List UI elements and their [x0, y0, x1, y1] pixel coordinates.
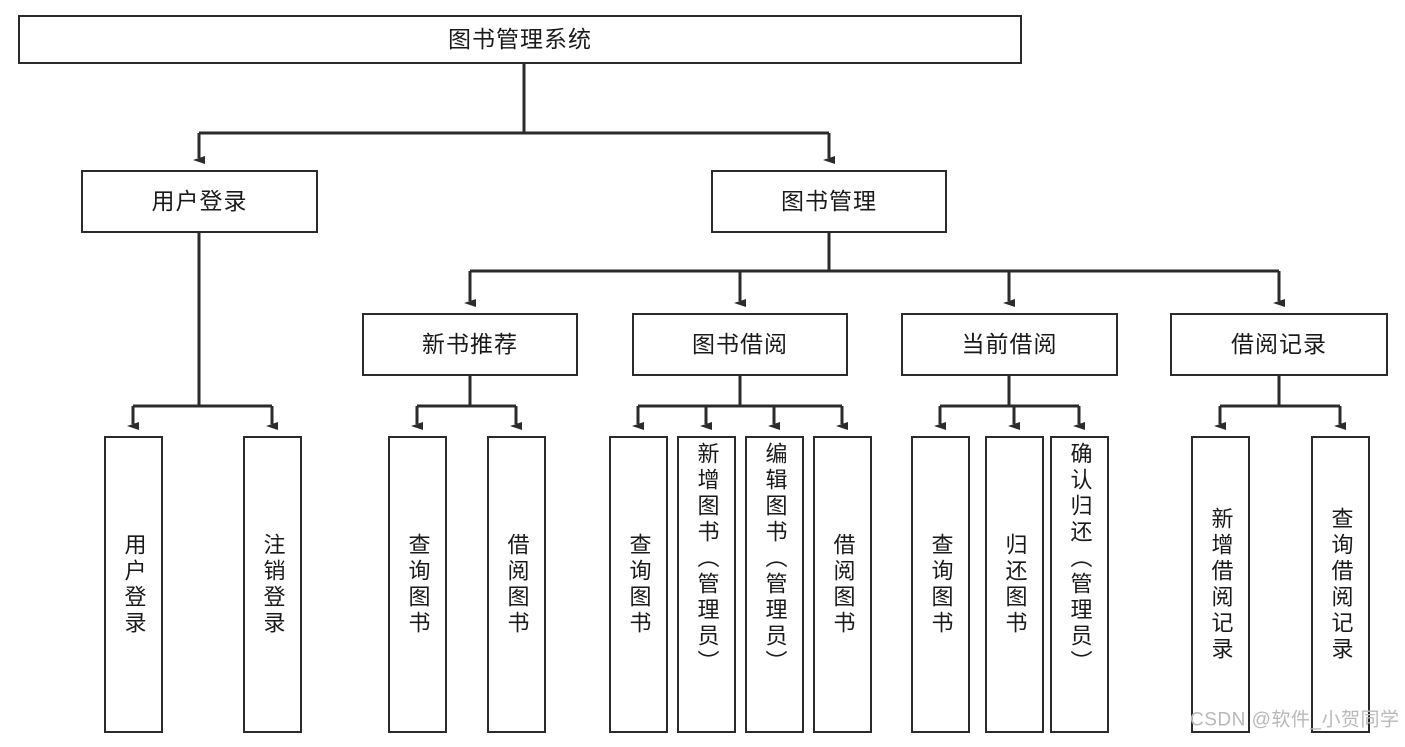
node-root[interactable]: 图书管理系统 — [18, 15, 1022, 64]
node-leaf-user-logout-label: 注销登录 — [260, 532, 286, 637]
node-user-login[interactable]: 用户登录 — [81, 170, 318, 233]
node-root-label: 图书管理系统 — [448, 25, 592, 52]
node-leaf-user-logout-textwrap: 注销登录 — [245, 438, 300, 731]
node-leaf-confirm-return-admin-textwrap: 确认归还（管理员） — [1052, 438, 1107, 735]
node-leaf-query-book-cur[interactable]: 查询图书 — [911, 436, 970, 733]
node-leaf-query-book-borrow-textwrap: 查询图书 — [611, 438, 666, 731]
node-leaf-query-book-borrow[interactable]: 查询图书 — [609, 436, 668, 733]
node-leaf-borrow-book-rec-textwrap: 借阅图书 — [489, 438, 544, 731]
node-book-manage[interactable]: 图书管理 — [711, 170, 947, 233]
node-leaf-borrow-book-rec[interactable]: 借阅图书 — [487, 436, 546, 733]
node-leaf-query-book-cur-textwrap: 查询图书 — [913, 438, 968, 731]
node-new-book-rec[interactable]: 新书推荐 — [362, 313, 578, 376]
node-book-borrow[interactable]: 图书借阅 — [632, 313, 848, 376]
node-borrow-record[interactable]: 借阅记录 — [1170, 313, 1388, 376]
node-leaf-confirm-return-admin[interactable]: 确认归还（管理员） — [1050, 436, 1109, 733]
node-leaf-user-login-textwrap: 用户登录 — [106, 438, 161, 731]
node-current-borrow-label: 当前借阅 — [961, 330, 1058, 357]
node-leaf-query-book-cur-label: 查询图书 — [928, 532, 954, 637]
node-leaf-add-borrow-record[interactable]: 新增借阅记录 — [1191, 436, 1250, 733]
node-leaf-query-book-borrow-label: 查询图书 — [626, 532, 652, 637]
node-leaf-add-book-admin-textwrap: 新增图书（管理员） — [679, 438, 734, 735]
node-leaf-edit-book-admin[interactable]: 编辑图书（管理员） — [745, 436, 804, 733]
node-leaf-borrow-book-rec-label: 借阅图书 — [504, 532, 530, 637]
node-current-borrow[interactable]: 当前借阅 — [901, 313, 1118, 376]
node-book-borrow-label: 图书借阅 — [692, 330, 788, 357]
node-leaf-user-logout[interactable]: 注销登录 — [243, 436, 302, 733]
node-leaf-add-book-admin[interactable]: 新增图书（管理员） — [677, 436, 736, 733]
node-leaf-user-login-label: 用户登录 — [121, 532, 147, 637]
node-leaf-add-borrow-record-label: 新增借阅记录 — [1208, 506, 1234, 663]
node-leaf-add-borrow-record-textwrap: 新增借阅记录 — [1193, 438, 1248, 731]
node-leaf-query-borrow-record-label: 查询借阅记录 — [1328, 506, 1354, 663]
node-borrow-record-label: 借阅记录 — [1231, 330, 1327, 357]
node-user-login-label: 用户登录 — [151, 187, 248, 214]
node-book-manage-label: 图书管理 — [781, 187, 877, 214]
watermark: CSDN @软件_小贺同学 — [1190, 709, 1400, 731]
node-leaf-query-book-rec[interactable]: 查询图书 — [388, 436, 447, 733]
node-leaf-edit-book-admin-textwrap: 编辑图书（管理员） — [747, 438, 802, 735]
node-leaf-confirm-return-admin-label: 确认归还（管理员） — [1067, 442, 1093, 676]
node-leaf-borrow-book[interactable]: 借阅图书 — [813, 436, 872, 733]
node-leaf-query-borrow-record[interactable]: 查询借阅记录 — [1311, 436, 1370, 733]
node-leaf-user-login[interactable]: 用户登录 — [104, 436, 163, 733]
node-leaf-return-book-textwrap: 归还图书 — [987, 438, 1042, 731]
node-leaf-query-book-rec-label: 查询图书 — [405, 532, 431, 637]
node-leaf-query-borrow-record-textwrap: 查询借阅记录 — [1313, 438, 1368, 731]
node-leaf-borrow-book-textwrap: 借阅图书 — [815, 438, 870, 731]
node-leaf-edit-book-admin-label: 编辑图书（管理员） — [762, 442, 788, 676]
node-leaf-query-book-rec-textwrap: 查询图书 — [390, 438, 445, 731]
node-leaf-borrow-book-label: 借阅图书 — [830, 532, 856, 637]
node-leaf-return-book[interactable]: 归还图书 — [985, 436, 1044, 733]
node-leaf-return-book-label: 归还图书 — [1002, 532, 1028, 637]
node-new-book-rec-label: 新书推荐 — [422, 330, 518, 357]
node-leaf-add-book-admin-label: 新增图书（管理员） — [694, 442, 720, 676]
